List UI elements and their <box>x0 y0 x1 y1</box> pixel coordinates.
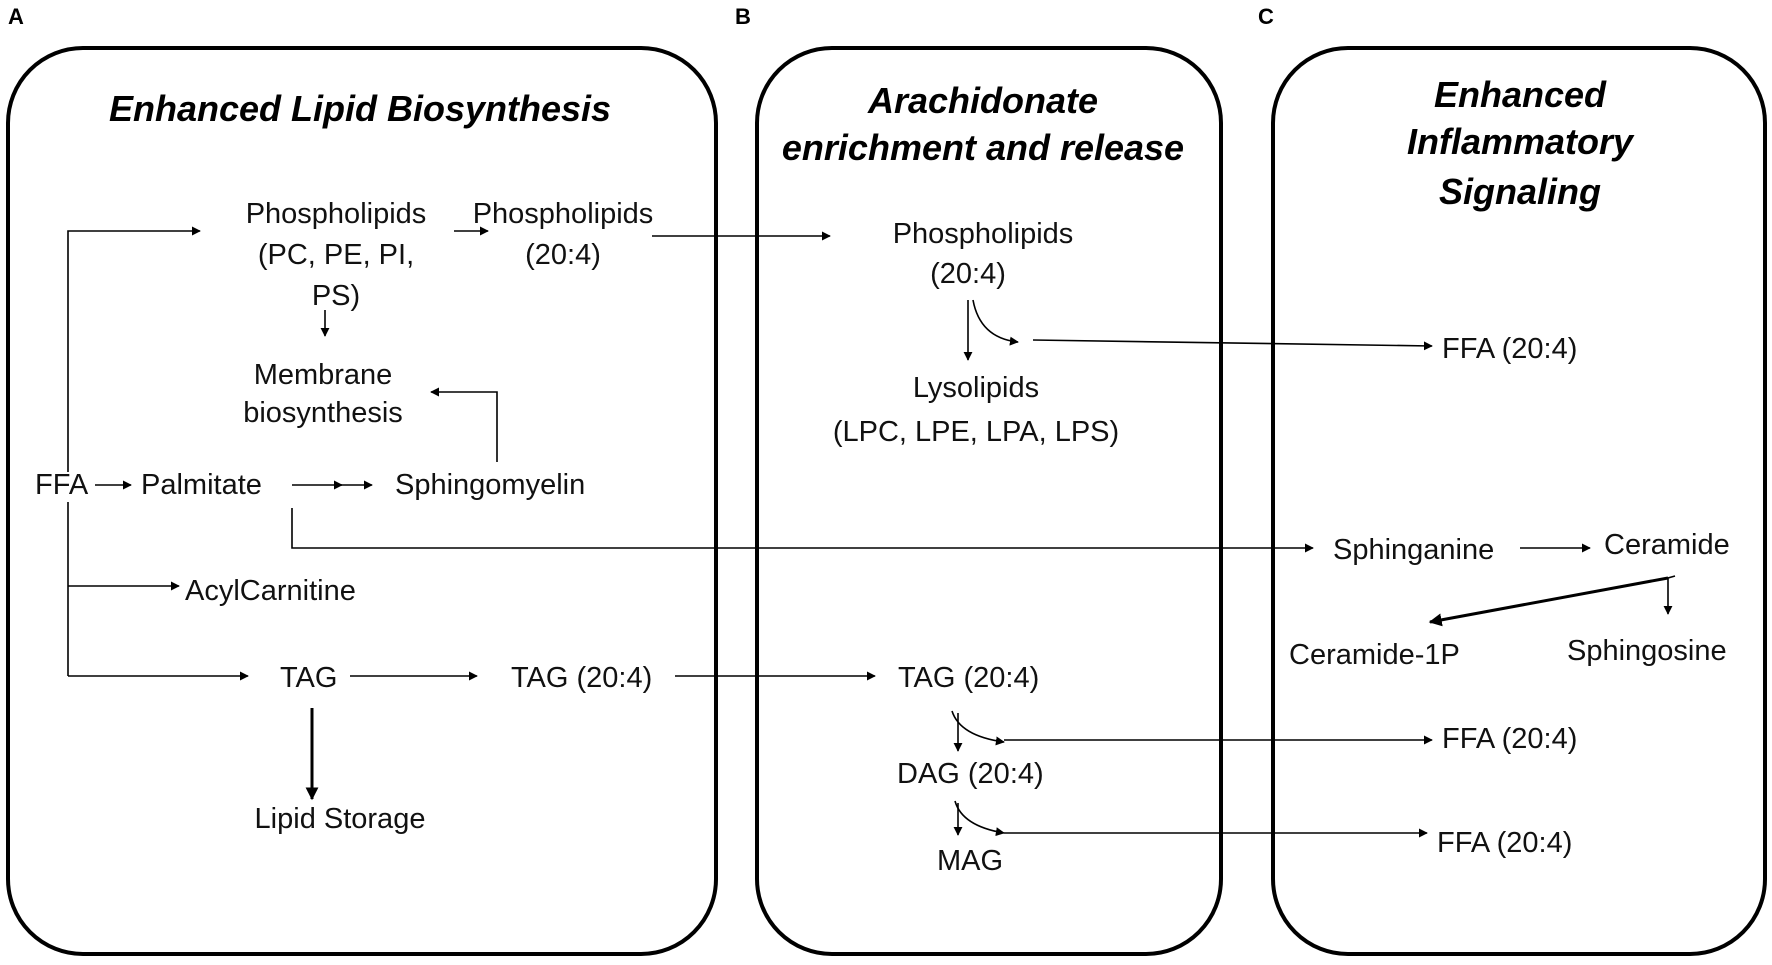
panel-title-b-line1: Arachidonate <box>867 80 1098 121</box>
node-mag: MAG <box>937 845 1003 877</box>
arrow-palmitate-to-sphinganine <box>291 508 1314 553</box>
arrow-ffa-to-phospholipids <box>67 226 201 472</box>
node-tag: TAG <box>280 662 337 694</box>
panel-title-c-line3: Signaling <box>1439 171 1601 212</box>
node-membrane-biosynthesis: biosynthesis <box>243 397 403 429</box>
node-acylcarnitine: AcylCarnitine <box>185 575 356 607</box>
arrow-ceramide-to-sphingosine <box>1663 575 1676 615</box>
node-sphingomyelin: Sphingomyelin <box>395 469 585 501</box>
node-phospholipids-204-a: Phospholipids <box>473 198 654 230</box>
panel-title-a: Enhanced Lipid Biosynthesis <box>109 88 611 129</box>
node-phospholipids-classes: (PC, PE, PI, <box>258 239 414 271</box>
node-phospholipids-204-b: Phospholipids <box>893 218 1074 250</box>
node-palmitate: Palmitate <box>141 469 262 501</box>
node-phospholipids-classes-cont: PS) <box>312 280 360 312</box>
panel-letter-b: B <box>735 4 751 29</box>
node-phospholipids-204-a-sub: (20:4) <box>525 239 601 271</box>
node-ceramide: Ceramide <box>1604 529 1730 561</box>
node-ceramide-1p: Ceramide-1P <box>1289 639 1460 671</box>
arrow-release-ffa-1 <box>972 299 1019 346</box>
arrow-release-ffa-2 <box>951 710 1005 746</box>
panel-title-c-line1: Enhanced <box>1434 74 1607 115</box>
node-lysolipids: Lysolipids <box>913 372 1039 404</box>
node-ffa-204-2: FFA (20:4) <box>1442 723 1577 755</box>
node-sphinganine: Sphinganine <box>1333 534 1494 566</box>
arrow-release-ffa-3 <box>954 800 1005 837</box>
arrow-ffa-release-to-panel-c-1 <box>1032 339 1433 351</box>
arrow-ceramide-to-ceramide-1p <box>1428 576 1669 627</box>
panel-letter-c: C <box>1258 4 1274 29</box>
node-membrane: Membrane <box>254 359 393 391</box>
node-dag-204: DAG (20:4) <box>897 758 1044 790</box>
node-tag-204-a: TAG (20:4) <box>511 662 652 694</box>
panel-title-c-line2: Inflammatory <box>1407 121 1635 162</box>
arrow-sphingomyelin-to-membrane <box>430 387 498 462</box>
node-lipid-storage: Lipid Storage <box>255 803 426 835</box>
node-phospholipids: Phospholipids <box>246 198 427 230</box>
panel-box-c <box>1271 46 1767 956</box>
node-ffa: FFA <box>35 469 89 501</box>
node-sphingosine: Sphingosine <box>1567 635 1727 667</box>
node-ffa-204-3: FFA (20:4) <box>1437 827 1572 859</box>
panel-title-b-line2: enrichment and release <box>782 127 1184 168</box>
panel-letter-a: A <box>8 4 24 29</box>
node-lysolipids-classes: (LPC, LPE, LPA, LPS) <box>833 416 1119 448</box>
node-tag-204-b: TAG (20:4) <box>898 662 1039 694</box>
node-phospholipids-204-b-sub: (20:4) <box>930 258 1006 290</box>
panel-box-b <box>755 46 1223 956</box>
node-ffa-204-1: FFA (20:4) <box>1442 333 1577 365</box>
panel-box-a <box>6 46 718 956</box>
